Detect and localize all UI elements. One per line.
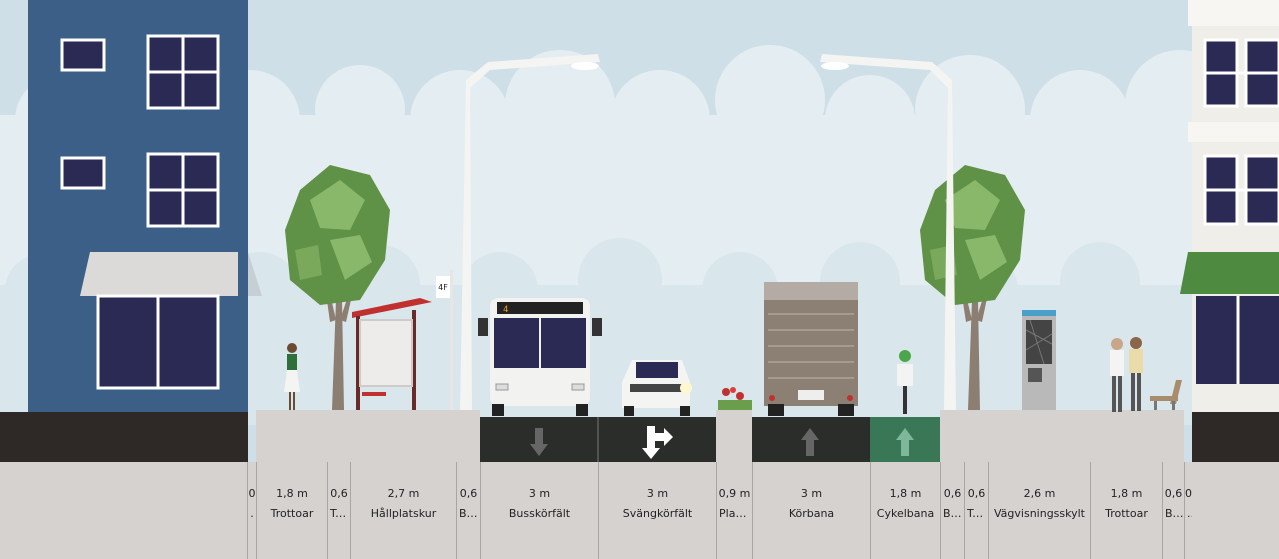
- segment-name: Trottoar: [270, 507, 314, 520]
- planter-strip: [716, 410, 752, 462]
- segment-name: Svängkörfält: [622, 507, 693, 520]
- segment-name: Trottoar: [1105, 507, 1148, 520]
- segment-label: 3 m Körbana: [752, 462, 870, 559]
- segment-label: 0,6Belysning: [456, 462, 480, 559]
- segment-name: Planteringsremsa: [719, 507, 752, 520]
- street-light-left: [460, 54, 600, 410]
- segment-name: Bänk: [1165, 507, 1184, 520]
- segment-label: 1,8 m Trottoar: [256, 462, 327, 559]
- segment-label: 0,6Belysning: [940, 462, 964, 559]
- segment-name: .: [250, 507, 254, 520]
- sidewalk-right: [940, 410, 1184, 462]
- segment-width: 0: [1185, 487, 1192, 500]
- bus: 4: [478, 298, 602, 416]
- tree-left: [285, 165, 390, 410]
- bus-stop-sign-text: 4F: [438, 283, 448, 292]
- segment-label: 0,9 m Planteringsremsa: [716, 462, 752, 559]
- segment-label: 1,8 m Trottoar: [1090, 462, 1162, 559]
- arrow-down-icon: [530, 428, 548, 456]
- segment-width: 1,8 m: [889, 487, 922, 500]
- segment-width: 1,8 m: [276, 487, 308, 500]
- segment-name: Belysning: [943, 507, 964, 520]
- segment-label: 0.: [1184, 462, 1192, 559]
- sidewalk-left: [256, 410, 480, 462]
- pedestrian-left: [284, 343, 300, 410]
- segment-label-bar: 0. 1,8 m Trottoar 0,6Trädplantering 2,7 m Hål…: [0, 462, 1279, 559]
- segment-width: 0,6: [1164, 487, 1183, 500]
- segment-name: Körbana: [788, 507, 835, 520]
- segment-name: Trädplantering: [967, 507, 988, 520]
- segment-name: Cykelbana: [876, 507, 935, 520]
- pedestrians-right: [1110, 337, 1143, 412]
- segment-label: 0,6Bänk: [1162, 462, 1184, 559]
- bus-route-number: 4: [503, 305, 508, 315]
- segment-width: 2,6 m: [1023, 487, 1056, 500]
- segment-width: 0,6: [330, 487, 348, 500]
- segment-width: 3 m: [800, 487, 823, 500]
- segment-width: 3 m: [646, 487, 669, 500]
- segment-width: 0,6: [943, 487, 962, 500]
- street-light-right: [820, 54, 956, 410]
- segment-width: 0,6: [967, 487, 986, 500]
- segment-width: 3 m: [528, 487, 551, 500]
- segment-label: 3 m Busskörfält: [480, 462, 598, 559]
- segment-name: .: [1187, 507, 1191, 520]
- car: [622, 360, 692, 416]
- segment-width: 1,8 m: [1110, 487, 1143, 500]
- arrow-up-icon: [801, 428, 819, 456]
- segment-label: 2,7 m Hållplatskur: [350, 462, 456, 559]
- building-right: [1180, 0, 1279, 412]
- segment-width: 0,9 m: [718, 487, 751, 500]
- segment-width: 0,6: [459, 487, 478, 500]
- segment-label: 0.: [247, 462, 256, 559]
- flower-planter: [718, 387, 752, 410]
- bike-arrow-up-icon: [896, 428, 914, 456]
- bench: [1150, 380, 1182, 410]
- segment-name: Vägvisningsskylt: [994, 507, 1085, 520]
- segment-label: 3 m Svängkörfält: [598, 462, 716, 559]
- segment-label: 0,6Trädplantering: [964, 462, 988, 559]
- segment-name: Trädplantering: [330, 507, 350, 520]
- segment-width: 0: [248, 487, 256, 500]
- turn-arrow-icon: [642, 426, 673, 459]
- segment-label: 2,6 m Vägvisningsskylt: [988, 462, 1090, 559]
- segment-name: Belysning: [459, 507, 480, 520]
- segment-width: 2,7 m: [387, 487, 420, 500]
- segment-name: Busskörfält: [508, 507, 571, 520]
- ground-left: [0, 412, 248, 462]
- segment-label: 1,8 m Cykelbana: [870, 462, 940, 559]
- bus-stop-sign: 4F: [436, 270, 453, 410]
- segment-name: Hållplatskur: [370, 507, 437, 520]
- bus-shelter: [352, 298, 432, 410]
- segment-label: 0,6Trädplantering: [327, 462, 350, 559]
- ground-right: [1192, 412, 1279, 462]
- wayfinding-sign: [1022, 310, 1056, 410]
- truck: [764, 282, 858, 416]
- building-left: [28, 0, 262, 412]
- cyclist: [897, 350, 913, 414]
